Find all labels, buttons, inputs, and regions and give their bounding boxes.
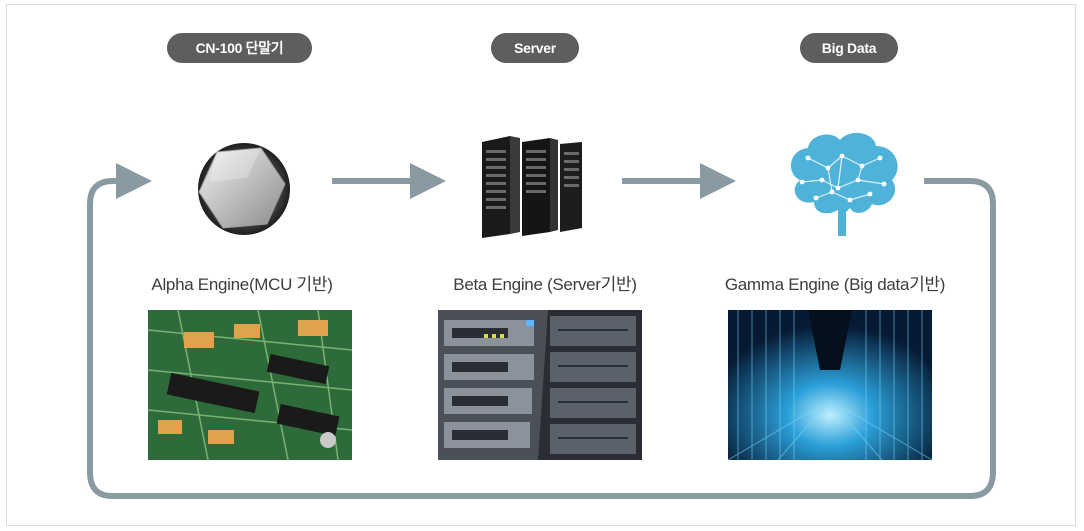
stage-label-gamma: Gamma Engine (Big data기반)	[724, 275, 946, 294]
stage-pill-server: Server	[491, 33, 579, 63]
stage-pill-bigdata: Big Data	[800, 33, 898, 63]
server-rack-photo	[438, 310, 642, 460]
hex-bolt-device-icon	[198, 143, 290, 235]
brain-network-icon	[790, 132, 898, 236]
data-tunnel-photo	[728, 310, 932, 460]
stage-label-alpha: Alpha Engine(MCU 기반)	[151, 275, 333, 294]
stage-pill-terminal: CN-100 단말기	[167, 33, 312, 63]
server-rack-icon	[482, 136, 582, 238]
stage-label-beta: Beta Engine (Server기반)	[453, 275, 637, 294]
circuit-board-photo	[148, 310, 352, 460]
